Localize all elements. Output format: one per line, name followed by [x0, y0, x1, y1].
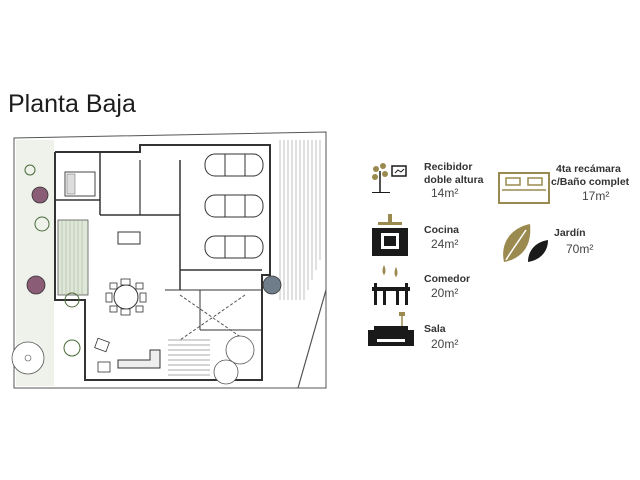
jardin-area: 70m² — [566, 242, 594, 256]
dining-table — [113, 284, 139, 310]
recibidor-area: 14m² — [431, 186, 459, 200]
plants — [11, 164, 282, 385]
cocina-label: Cocina — [424, 224, 460, 236]
page-title: Planta Baja — [8, 90, 136, 118]
comedor-area: 20m² — [431, 286, 459, 300]
recamara-area: 17m² — [582, 189, 610, 203]
bed-icon — [498, 172, 550, 204]
stove-icon — [372, 214, 408, 256]
recamara-label-2: c/Baño complet — [551, 176, 630, 188]
recamara-label: 4ta recámara — [556, 163, 621, 175]
comedor-label: Comedor — [424, 273, 471, 285]
hatched-area — [279, 140, 321, 300]
floor-plan — [11, 131, 327, 389]
sala-label: Sala — [424, 323, 446, 335]
recibidor-label-2: doble altura — [424, 174, 484, 186]
recibidor-label: Recibidor — [424, 161, 473, 173]
kitchen-island — [117, 231, 141, 245]
deck — [57, 219, 89, 296]
sala-area: 20m² — [431, 337, 459, 351]
lot-outline — [13, 131, 327, 389]
dining-icon — [372, 265, 410, 305]
leaf-icon — [503, 224, 548, 262]
stairs — [168, 339, 210, 376]
sofa-icon — [368, 312, 414, 346]
cars — [204, 153, 264, 259]
cocina-area: 24m² — [431, 237, 459, 251]
lamp-plant-icon — [372, 163, 407, 193]
jardin-label: Jardín — [554, 227, 586, 239]
sofa — [117, 349, 161, 369]
